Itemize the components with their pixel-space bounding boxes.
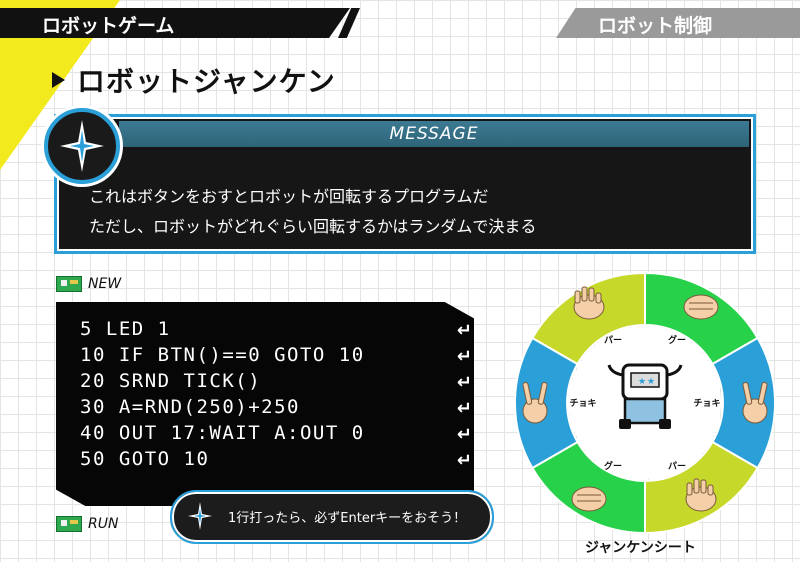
new-label: NEW — [56, 276, 121, 292]
sparkle-emblem-icon — [44, 108, 120, 184]
message-line-2: ただし、ロボットがどれぐらい回転するかはランダムで決まる — [89, 217, 537, 236]
run-label-text: RUN — [88, 516, 119, 532]
segment-label: パー — [604, 334, 622, 346]
enter-return-icon: ↵ — [456, 450, 472, 471]
hint-text: 1行打ったら、必ずEnterキーをおそう！ — [228, 511, 467, 526]
segment-label: チョキ — [569, 398, 596, 409]
enter-return-icon: ↵ — [456, 372, 472, 393]
svg-text:★: ★ — [647, 377, 655, 387]
segment-label: チョキ — [693, 398, 720, 409]
janken-wheel: パー グー チョキ パー グー チョキ ★ ★ — [514, 271, 776, 535]
code-line: 40 OUT 17:WAIT A:OUT 0 ↵ — [80, 422, 472, 445]
section-title: ロボットゲーム — [42, 15, 175, 37]
page-title: ロボットジャンケン — [52, 60, 336, 100]
sparkle-icon — [188, 502, 212, 530]
new-label-text: NEW — [88, 276, 122, 292]
rock-hand-icon — [571, 486, 607, 512]
rock-hand-icon — [683, 294, 719, 320]
paper-hand-icon — [573, 286, 605, 320]
enter-return-icon: ↵ — [456, 424, 472, 445]
segment-label: パー — [668, 460, 686, 472]
top-banner: ロボットゲーム — [0, 8, 360, 38]
category-label: ロボット制御 — [598, 15, 713, 37]
svg-text:★: ★ — [638, 377, 646, 387]
run-label: RUN — [56, 516, 118, 532]
message-header: MESSAGE — [119, 121, 749, 147]
hint-bubble: 1行打ったら、必ずEnterキーをおそう！ — [170, 490, 494, 544]
message-line-1: これはボタンをおすとロボットが回転するプログラムだ — [89, 187, 489, 206]
code-line: 5 LED 1 ↵ — [80, 318, 472, 341]
segment-label: グー — [604, 460, 622, 472]
enter-return-icon: ↵ — [456, 346, 472, 367]
code-line: 20 SRND TICK() ↵ — [80, 370, 472, 393]
message-panel: MESSAGE これはボタンをおすとロボットが回転するプログラムだ ただし、ロボ… — [54, 114, 756, 254]
enter-return-icon: ↵ — [456, 320, 472, 341]
paper-hand-icon — [685, 478, 717, 512]
code-panel: 5 LED 1 ↵ 10 IF BTN()==0 GOTO 10 ↵ 20 SR… — [56, 302, 474, 506]
code-line: 50 GOTO 10 ↵ — [80, 448, 472, 471]
scissors-hand-icon — [742, 381, 768, 424]
circuit-board-icon — [56, 276, 82, 292]
enter-return-icon: ↵ — [456, 398, 472, 419]
code-line: 10 IF BTN()==0 GOTO 10 ↵ — [80, 344, 472, 367]
play-triangle-icon — [52, 72, 65, 88]
janken-sheet-title: ジャンケンシート — [585, 540, 696, 556]
category-tab[interactable]: ロボット制御 — [556, 8, 800, 38]
page-title-text: ロボットジャンケン — [77, 65, 336, 98]
circuit-board-icon — [56, 516, 82, 532]
segment-label: グー — [668, 334, 686, 346]
code-line: 30 A=RND(250)+250 ↵ — [80, 396, 472, 419]
robot-icon: ★ ★ — [607, 363, 683, 429]
scissors-hand-icon — [522, 381, 548, 424]
